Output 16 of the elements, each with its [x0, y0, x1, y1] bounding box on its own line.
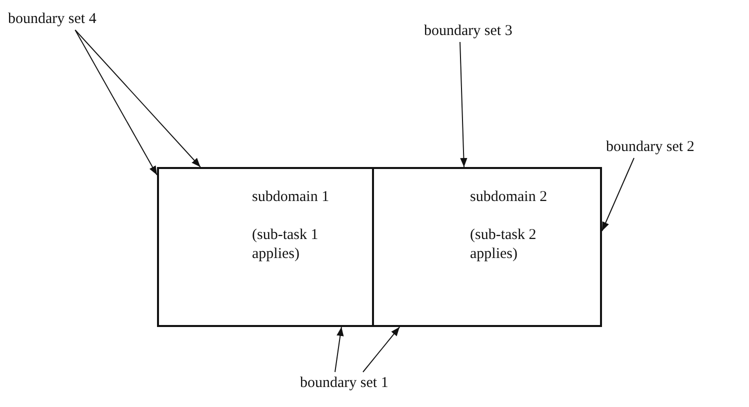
arrow [362, 326, 400, 372]
arrow [602, 158, 634, 232]
subdomain-box [157, 167, 374, 327]
subdomain-box [372, 167, 602, 327]
arrow [74, 30, 158, 176]
subdomain-title: subdomain 2 [470, 189, 548, 206]
boundary-label: boundary set 4 [8, 8, 120, 30]
boundary-label: boundary set 3 [424, 20, 544, 42]
boundary-label: boundary set 2 [606, 136, 746, 158]
arrow [334, 326, 344, 372]
arrow [460, 42, 468, 168]
subdomain-note: (sub-task 2 applies) [470, 226, 538, 264]
boundary-label: boundary set 1 [300, 372, 440, 394]
arrow [74, 30, 201, 168]
subdomain-title: subdomain 1 [252, 189, 330, 206]
subdomain-note: (sub-task 1 applies) [252, 226, 320, 264]
